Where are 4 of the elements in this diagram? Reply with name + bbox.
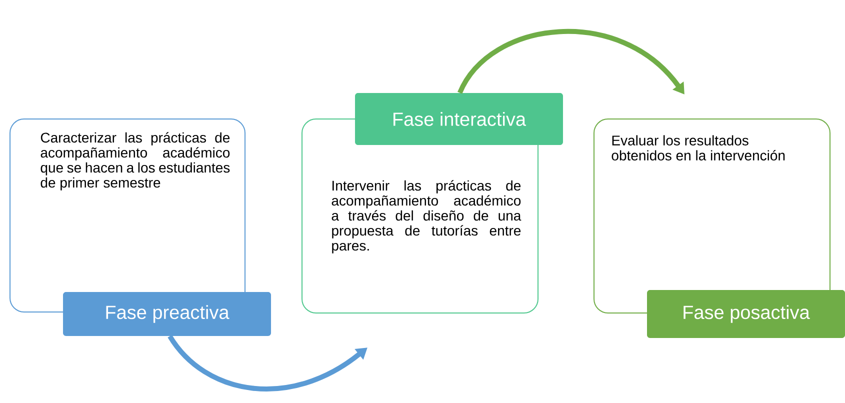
phase-label: Fase posactiva <box>647 290 845 338</box>
phase-label: Fase preactiva <box>63 292 271 336</box>
phase-label: Fase interactiva <box>355 93 563 145</box>
curved-arrow <box>458 29 684 94</box>
